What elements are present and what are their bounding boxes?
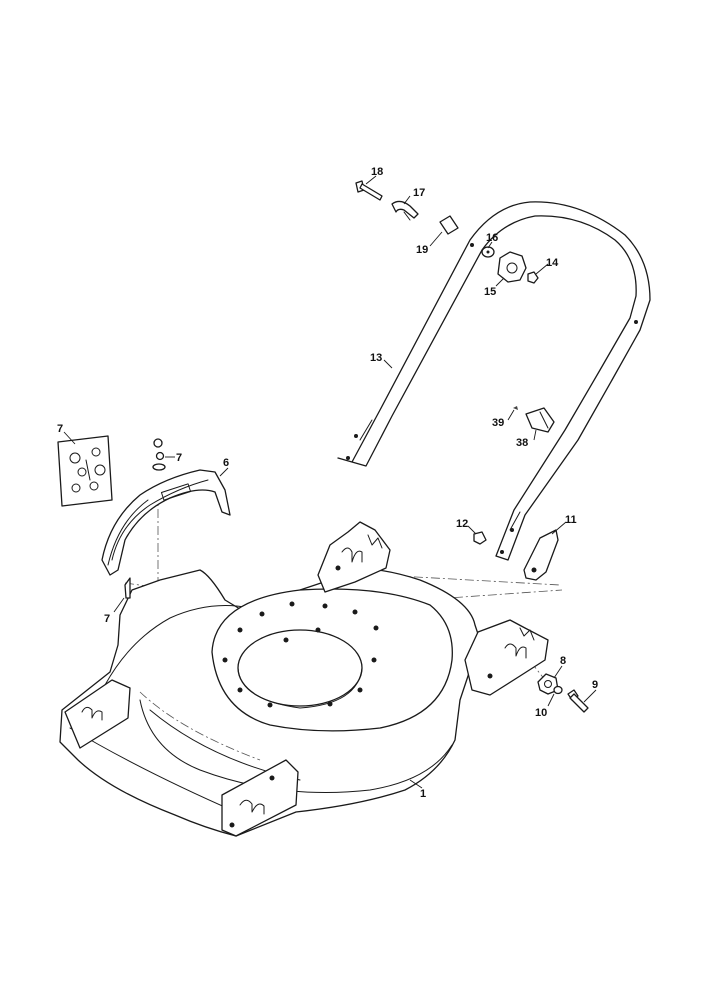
callout-9: 9 [592,679,598,691]
washer-10 [553,685,563,695]
mower-deck [59,567,481,837]
cable-guide-plate [439,215,459,235]
nut-12 [473,531,487,545]
callout-12: 12 [456,518,468,530]
deck-mount-holes [222,601,379,708]
callout-17: 17 [413,187,425,199]
handle-lower-bracket [523,529,559,581]
wheel-bolt [567,689,589,713]
guard-fasteners [124,438,166,599]
handle-bolt [355,180,383,201]
callout-leaders [63,175,597,789]
callout-19: 19 [416,244,428,256]
callout-15: 15 [484,286,496,298]
callout-14: 14 [546,257,559,269]
cable-holder [513,406,555,433]
rear-flap-guard [101,469,231,576]
callout-11: 11 [565,514,577,526]
hardware-kit-bag [57,435,113,507]
callout-7-fasteners: 7 [176,452,182,464]
callout-18: 18 [371,166,383,178]
push-handle [337,201,651,561]
washer-16 [481,246,495,258]
callout-6: 6 [223,457,229,469]
callout-39: 39 [492,417,504,429]
rear-left-wheel-bracket [317,521,391,593]
callout-1: 1 [420,788,426,800]
callout-7-screw: 7 [104,613,110,625]
cable-clip [391,200,419,221]
callout-labels: 1 6 7 7 7 8 9 10 11 12 13 14 15 16 17 18… [57,166,598,800]
callout-8: 8 [560,655,566,667]
callout-10: 10 [535,707,547,719]
nut-14 [527,271,539,284]
callout-7-kit: 7 [57,423,63,435]
handle-knob [497,251,527,283]
callout-38: 38 [516,437,528,449]
callout-16: 16 [486,232,498,244]
rear-right-wheel-bracket [464,619,549,696]
callout-13: 13 [370,352,382,364]
